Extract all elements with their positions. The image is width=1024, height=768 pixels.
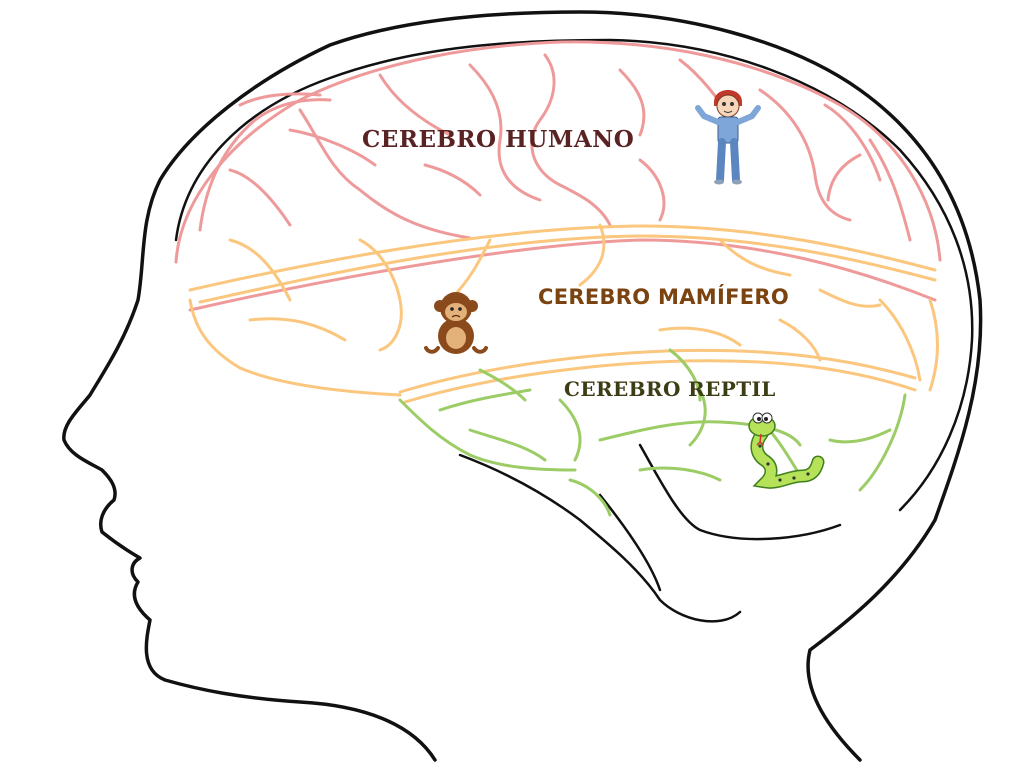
snake-icon xyxy=(748,412,825,489)
mammal-brain-veins xyxy=(188,223,939,404)
mammal-brain-label: CEREBRO MAMÍFERO xyxy=(538,285,789,309)
brain-outline xyxy=(174,38,974,623)
person-icon xyxy=(695,90,761,185)
reptile-brain-label: CEREBRO REPTIL xyxy=(564,377,776,401)
head-outline xyxy=(62,10,983,762)
reptile-brain-veins xyxy=(398,348,907,517)
monkey-icon xyxy=(424,292,488,354)
human-brain-label: CEREBRO HUMANO xyxy=(362,126,635,153)
